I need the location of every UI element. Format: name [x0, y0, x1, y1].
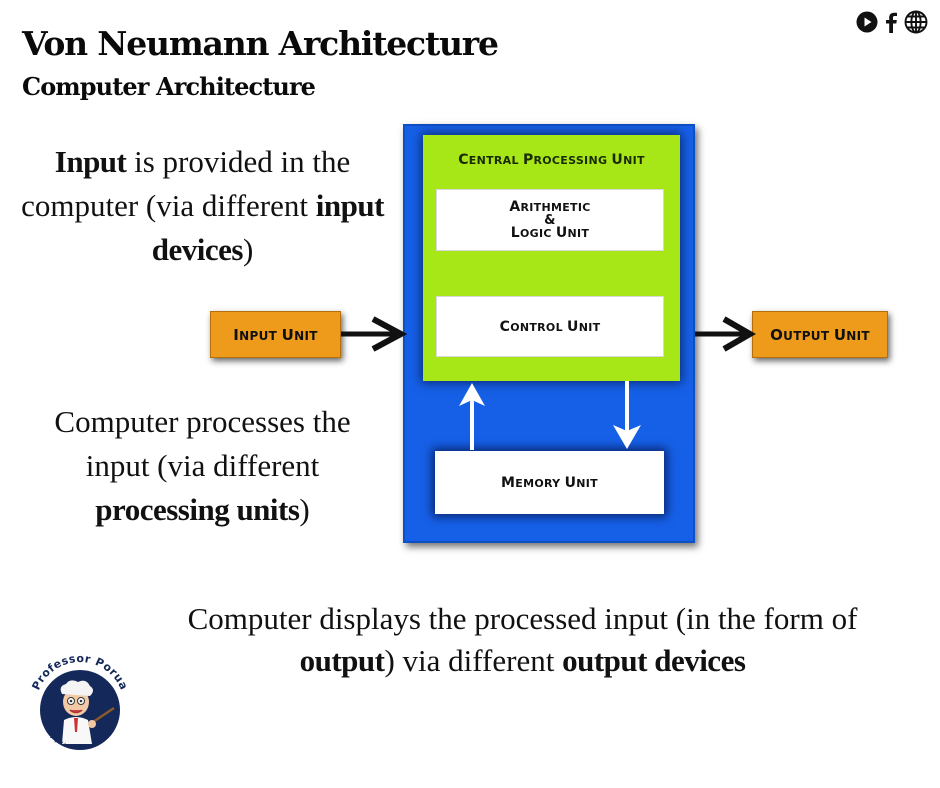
caption-input: Input is provided in the computer (via d… [20, 140, 385, 272]
caption-input-bold-lead: Input [54, 144, 127, 179]
input-unit-label: Input Unit [233, 326, 317, 344]
control-unit-box: Control Unit [436, 296, 664, 357]
caption-process: Computer processes the input (via differ… [20, 400, 385, 532]
output-unit-box: Output Unit [752, 311, 888, 358]
alu-initial-a: A [509, 198, 521, 215]
caption-output-text: Computer displays the processed input (i… [187, 601, 858, 636]
caption-input-bold-tail: input devices [151, 188, 385, 267]
mem-rest-u: nit [576, 476, 598, 490]
in-initial-i: I [233, 325, 240, 344]
in-initial-u: U [281, 325, 295, 344]
out-rest-o: utput [783, 328, 834, 343]
in-rest-u: nit [294, 328, 318, 343]
youtube-icon[interactable] [856, 11, 878, 33]
facebook-icon[interactable] [884, 11, 898, 33]
input-unit-box: Input Unit [210, 311, 341, 358]
output-unit-label: Output Unit [770, 326, 870, 344]
caption-process-close: ) [299, 492, 310, 527]
caption-process-bold: processing units [95, 492, 300, 527]
caption-input-close: ) [242, 232, 254, 267]
caption-output-bold-tail: output devices [562, 643, 746, 678]
alu-ampersand: & [544, 212, 556, 228]
alu-initial-u: U [555, 224, 568, 241]
out-rest-u: nit [846, 328, 870, 343]
caption-process-text: Computer processes the input (via differ… [54, 404, 351, 483]
cpu-label-rocessing: rocessing [533, 154, 612, 167]
mem-initial-m: M [501, 474, 516, 491]
caption-output-bold-mid: output [299, 643, 385, 678]
memory-unit-box: Memory Unit [435, 451, 664, 514]
social-links [856, 10, 928, 34]
cu-rest-u: nit [578, 320, 601, 334]
out-initial-o: O [770, 325, 784, 344]
page-subtitle: Computer Architecture [22, 72, 316, 101]
cu-initial-u: U [567, 318, 579, 335]
alu-box: Arithmetic & Logic Unit [436, 189, 664, 251]
cpu-label: Central Processing Unit [423, 152, 680, 168]
cpu-to-output-arrow [695, 316, 757, 352]
cpu-label-entral: entral [468, 154, 523, 167]
out-initial-u: U [833, 325, 847, 344]
alu-initial-l: L [510, 224, 520, 241]
memory-unit-label: Memory Unit [501, 475, 598, 491]
alu-rest-u: nit [567, 226, 590, 240]
cpu-label-c: C [458, 152, 469, 168]
cu-rest-c: ontrol [510, 320, 568, 334]
caption-output-text2: ) via different [384, 643, 563, 678]
professor-porua-logo: Professor Porua Satyajit's Educational G… [26, 652, 134, 760]
alu-line2: Logic Unit [510, 224, 590, 241]
alu-line1: Arithmetic [509, 198, 591, 215]
mem-rest-m: emory [515, 476, 565, 490]
alu-rest-l: ogic [519, 226, 556, 240]
caption-output: Computer displays the processed input (i… [180, 598, 865, 682]
globe-icon[interactable] [904, 10, 928, 34]
caption-input-text: is provided in the computer (via differe… [21, 144, 351, 223]
input-to-cpu-arrow [341, 316, 408, 352]
cpu-label-nit: nit [623, 154, 645, 167]
mem-initial-u: U [564, 474, 577, 491]
alu-rest-a: rithmetic [520, 200, 591, 214]
cpu-label-u: U [611, 152, 624, 168]
page-title: Von Neumann Architecture [22, 24, 499, 63]
control-unit-label: Control Unit [500, 319, 601, 335]
cu-initial-c: C [499, 318, 511, 335]
cpu-label-p: P [522, 152, 534, 168]
in-rest-i: nput [239, 328, 282, 343]
